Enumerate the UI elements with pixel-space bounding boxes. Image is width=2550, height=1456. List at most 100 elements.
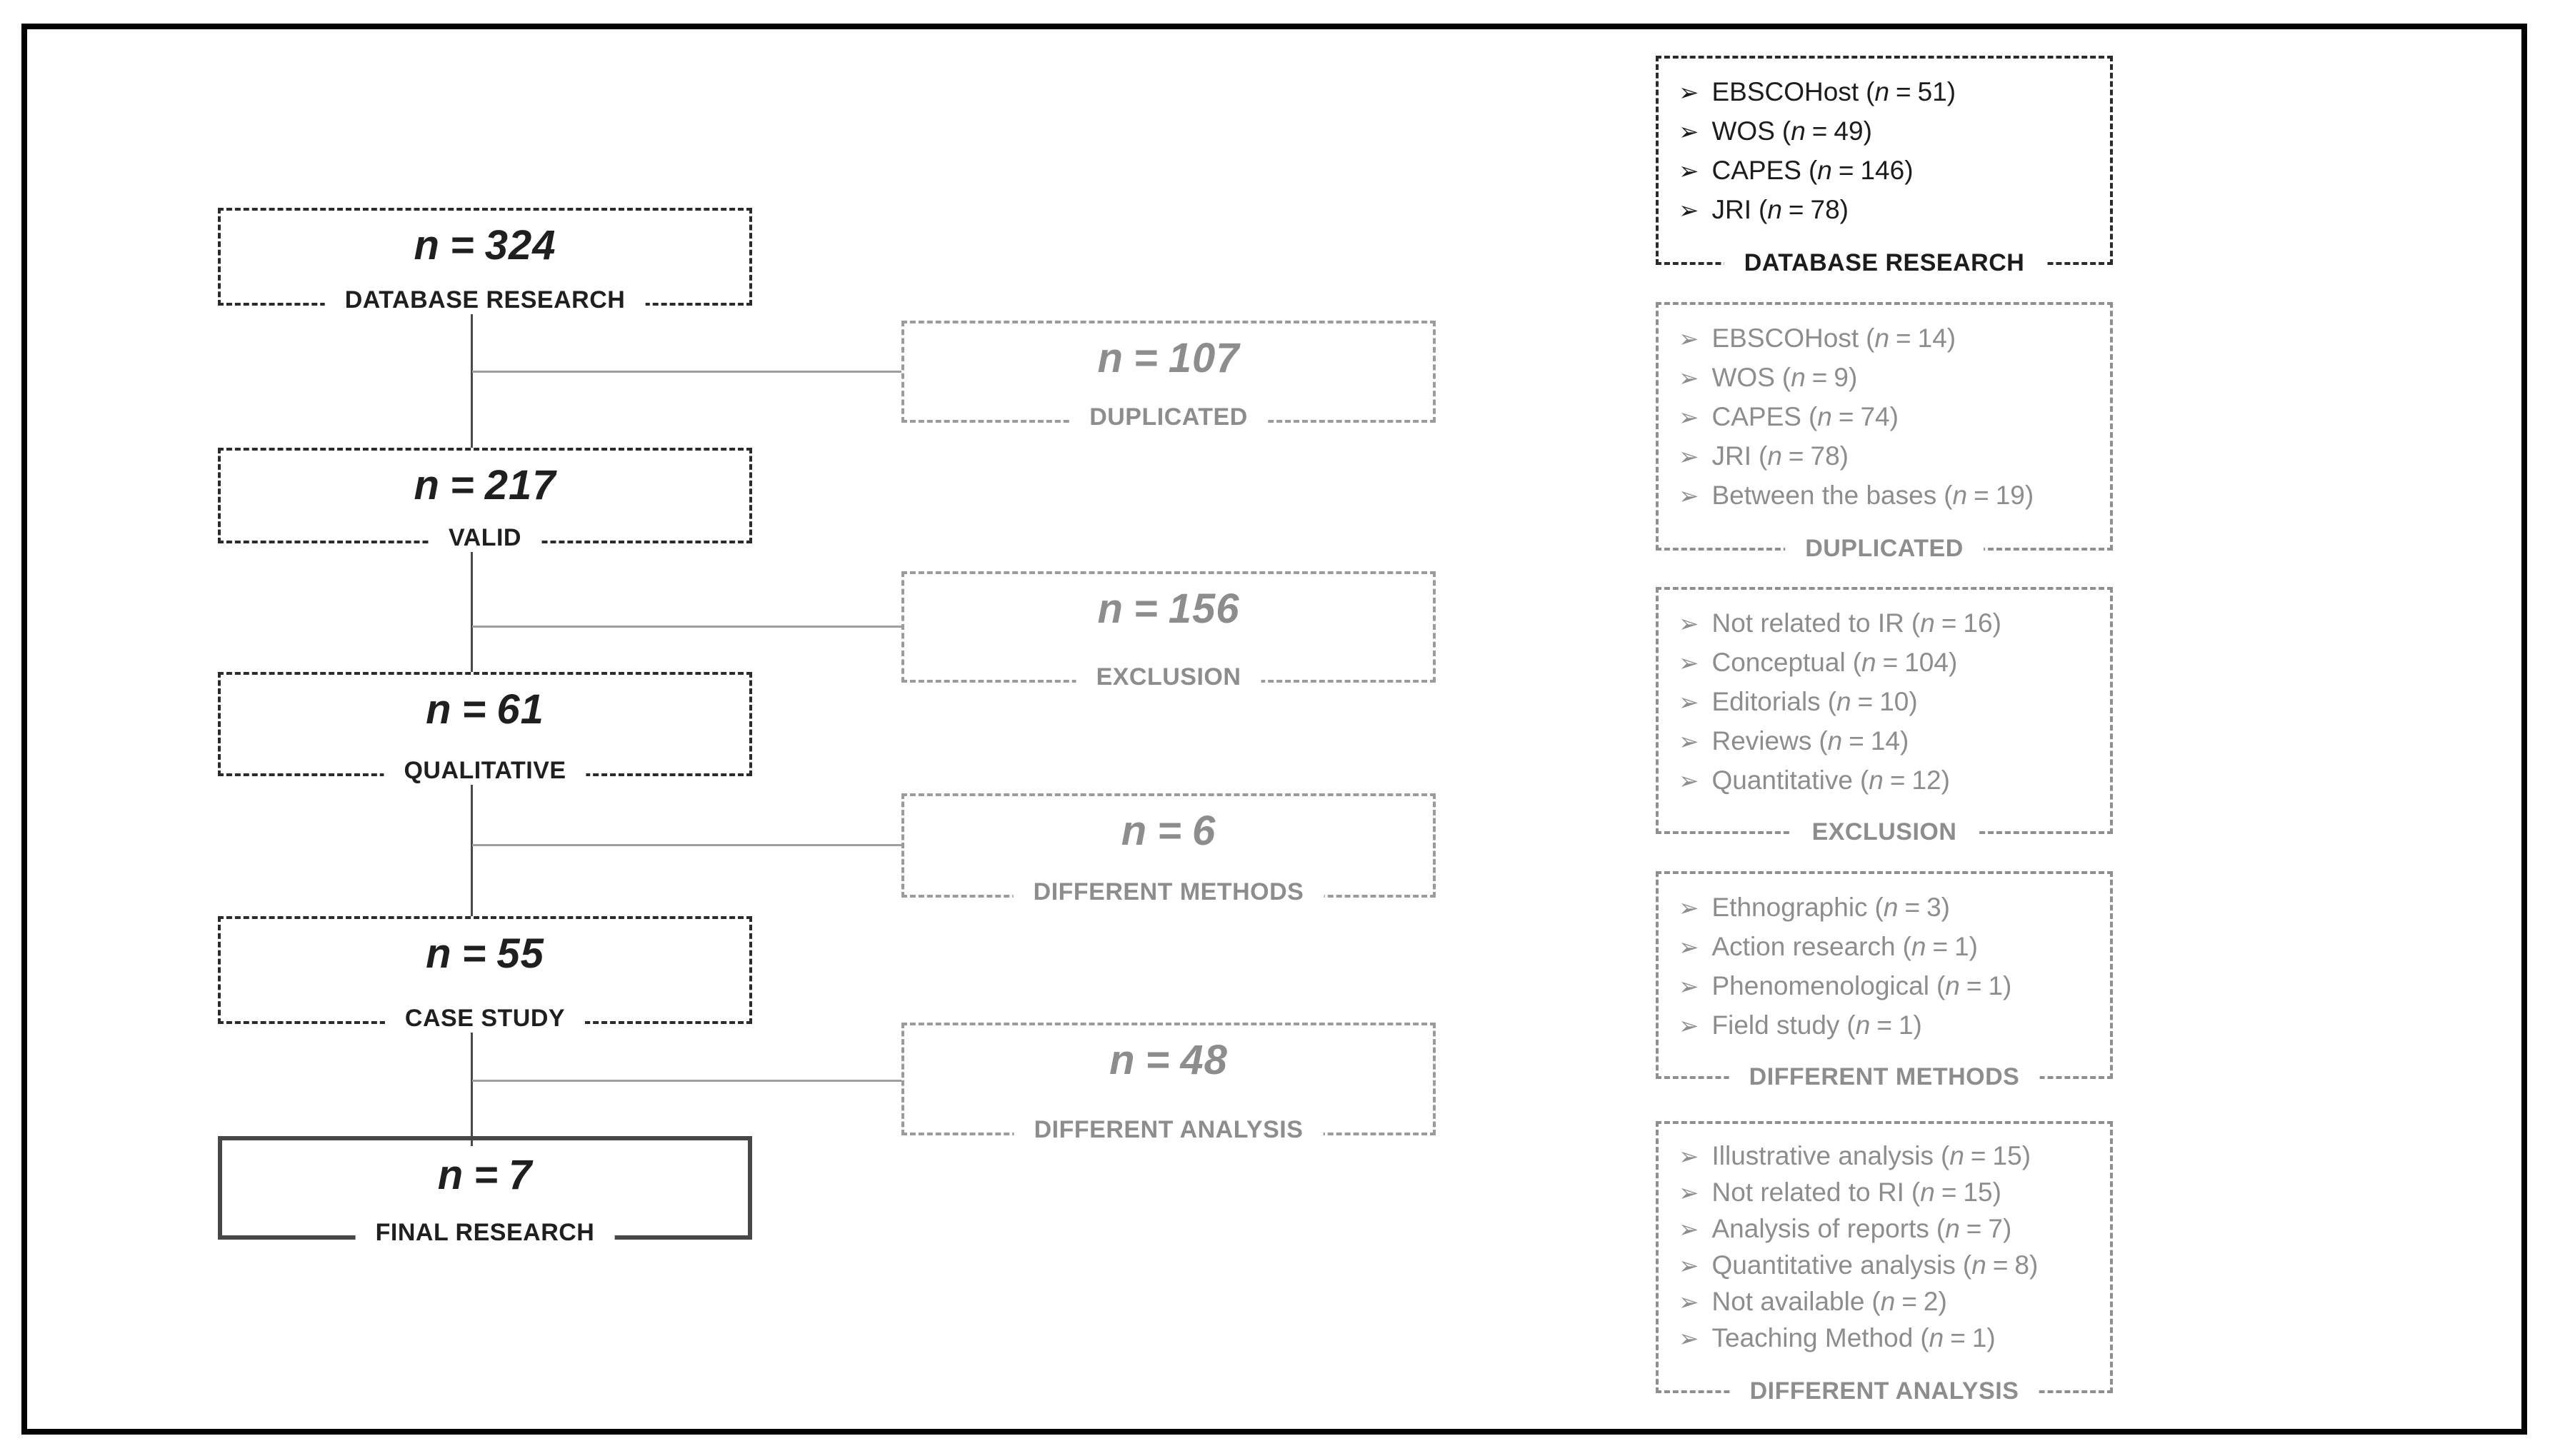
n-symbol: n <box>1920 608 1935 638</box>
n-symbol: n <box>1874 77 1890 106</box>
detail-item-label: JRI <box>1711 441 1752 471</box>
equals-sign: = <box>449 462 475 508</box>
close-paren: ) <box>1992 1178 2001 1207</box>
detail-box-different-methods: ➢Ethnographic(n=3) ➢Action research(n=1)… <box>1656 871 2113 1091</box>
open-paren: ( <box>1808 402 1818 431</box>
equals-sign: = <box>1133 335 1159 381</box>
n-symbol: n <box>1836 687 1851 716</box>
exclusion-box-duplicated: n=107 DUPLICATED <box>901 321 1436 431</box>
count-line: n=6 <box>904 808 1433 855</box>
arrow-bullet-icon: ➢ <box>1679 650 1699 677</box>
count-line: n=7 <box>222 1152 748 1199</box>
n-symbol: n <box>1121 808 1148 854</box>
open-paren: ( <box>1962 1250 1972 1280</box>
detail-item-count: 15 <box>1963 1178 1993 1207</box>
detail-item: ➢Quantitative analysis(n=8) <box>1679 1247 2110 1284</box>
equals-sign: = <box>1145 1037 1171 1083</box>
count-value: 324 <box>484 222 556 268</box>
detail-item-label: Reviews <box>1711 726 1812 755</box>
detail-item-label: Not available <box>1711 1287 1865 1316</box>
equals-sign: = <box>474 1152 499 1198</box>
detail-item-label: Not related to RI <box>1711 1178 1904 1207</box>
exclusion-box-different-methods: n=6 DIFFERENT METHODS <box>901 793 1436 906</box>
n-symbol: n <box>1869 765 1884 795</box>
open-paren: ( <box>1941 1141 1950 1170</box>
detail-item-count: 1 <box>1898 1010 1914 1040</box>
detail-item-label: Field study <box>1711 1010 1840 1040</box>
detail-items: ➢Not related to IR(n=16) ➢Conceptual(n=1… <box>1659 590 2110 800</box>
open-paren: ( <box>1808 156 1818 185</box>
connector-hline-duplicated <box>472 371 901 373</box>
arrow-bullet-icon: ➢ <box>1679 1289 1699 1316</box>
detail-item-label: Illustrative analysis <box>1711 1141 1934 1170</box>
connector-vline-3 <box>471 782 473 916</box>
detail-item-label: WOS <box>1711 363 1775 392</box>
detail-item-count: 78 <box>1810 441 1840 471</box>
box-label: QUALITATIVE <box>384 756 586 785</box>
detail-box-different-analysis: ➢Illustrative analysis(n=15) ➢Not relate… <box>1656 1121 2113 1405</box>
open-paren: ( <box>1781 116 1791 146</box>
arrow-bullet-icon: ➢ <box>1679 689 1699 716</box>
arrow-bullet-icon: ➢ <box>1679 1216 1699 1243</box>
detail-item-count: 14 <box>1917 323 1947 353</box>
equals-sign: = <box>1838 156 1854 185</box>
arrow-bullet-icon: ➢ <box>1679 895 1699 922</box>
n-symbol: n <box>1791 116 1806 146</box>
close-paren: ) <box>1848 363 1858 392</box>
open-paren: ( <box>1852 648 1862 677</box>
equals-sign: = <box>1992 1250 2009 1280</box>
detail-item-count: 3 <box>1926 893 1941 922</box>
open-paren: ( <box>1874 893 1884 922</box>
exclusion-box-exclusion: n=156 EXCLUSION <box>901 571 1436 691</box>
equals-sign: = <box>449 222 475 268</box>
close-paren: ) <box>1904 156 1914 185</box>
arrow-bullet-icon: ➢ <box>1679 728 1699 755</box>
close-paren: ) <box>1913 1010 1922 1040</box>
detail-items: ➢EBSCOHost(n=51) ➢WOS(n=49) ➢CAPES(n=146… <box>1659 59 2110 230</box>
box-label: DIFFERENT ANALYSIS <box>1014 1115 1324 1144</box>
detail-item-label: Ethnographic <box>1711 893 1868 922</box>
arrow-bullet-icon: ➢ <box>1679 197 1699 224</box>
count-line: n=55 <box>221 930 749 978</box>
arrow-bullet-icon: ➢ <box>1679 79 1699 106</box>
arrow-bullet-icon: ➢ <box>1679 443 1699 471</box>
count-value: 6 <box>1192 808 1216 854</box>
connector-hline-exclusion <box>472 626 901 628</box>
connector-vline-4 <box>471 1030 473 1146</box>
n-symbol: n <box>1883 893 1899 922</box>
open-paren: ( <box>1911 608 1921 638</box>
detail-item: ➢Between the bases(n=19) <box>1679 476 2110 516</box>
close-paren: ) <box>1969 932 1978 961</box>
detail-item: ➢Not related to RI(n=15) <box>1679 1175 2110 1211</box>
detail-item: ➢EBSCOHost(n=51) <box>1679 73 2110 112</box>
close-paren: ) <box>1948 648 1958 677</box>
detail-item-count: 1 <box>1971 1323 1987 1352</box>
close-paren: ) <box>1863 116 1872 146</box>
detail-item: ➢Analysis of reports(n=7) <box>1679 1211 2110 1247</box>
detail-item: ➢Ethnographic(n=3) <box>1679 888 2110 928</box>
arrow-bullet-icon: ➢ <box>1679 973 1699 1000</box>
equals-sign: = <box>1970 1141 1986 1170</box>
n-symbol: n <box>1817 156 1832 185</box>
detail-item-label: Teaching Method <box>1711 1323 1914 1352</box>
detail-item: ➢JRI(n=78) <box>1679 437 2110 476</box>
detail-item-count: 2 <box>1923 1287 1939 1316</box>
arrow-bullet-icon: ➢ <box>1679 404 1699 431</box>
open-paren: ( <box>1936 971 1946 1000</box>
n-symbol: n <box>1911 932 1926 961</box>
equals-sign: = <box>461 930 487 977</box>
n-symbol: n <box>1855 1010 1871 1040</box>
count-value: 107 <box>1168 335 1240 381</box>
detail-item-label: Quantitative analysis <box>1711 1250 1956 1280</box>
equals-sign: = <box>1932 932 1949 961</box>
connector-hline-different-analysis <box>472 1080 901 1082</box>
arrow-bullet-icon: ➢ <box>1679 611 1699 638</box>
detail-item: ➢CAPES(n=74) <box>1679 398 2110 437</box>
arrow-bullet-icon: ➢ <box>1679 1180 1699 1207</box>
detail-box-duplicated: ➢EBSCOHost(n=14) ➢WOS(n=9) ➢CAPES(n=74) … <box>1656 302 2113 563</box>
close-paren: ) <box>2029 1250 2039 1280</box>
arrow-bullet-icon: ➢ <box>1679 768 1699 795</box>
arrow-bullet-icon: ➢ <box>1679 1013 1699 1040</box>
detail-item-count: 49 <box>1834 116 1864 146</box>
close-paren: ) <box>1992 608 2001 638</box>
